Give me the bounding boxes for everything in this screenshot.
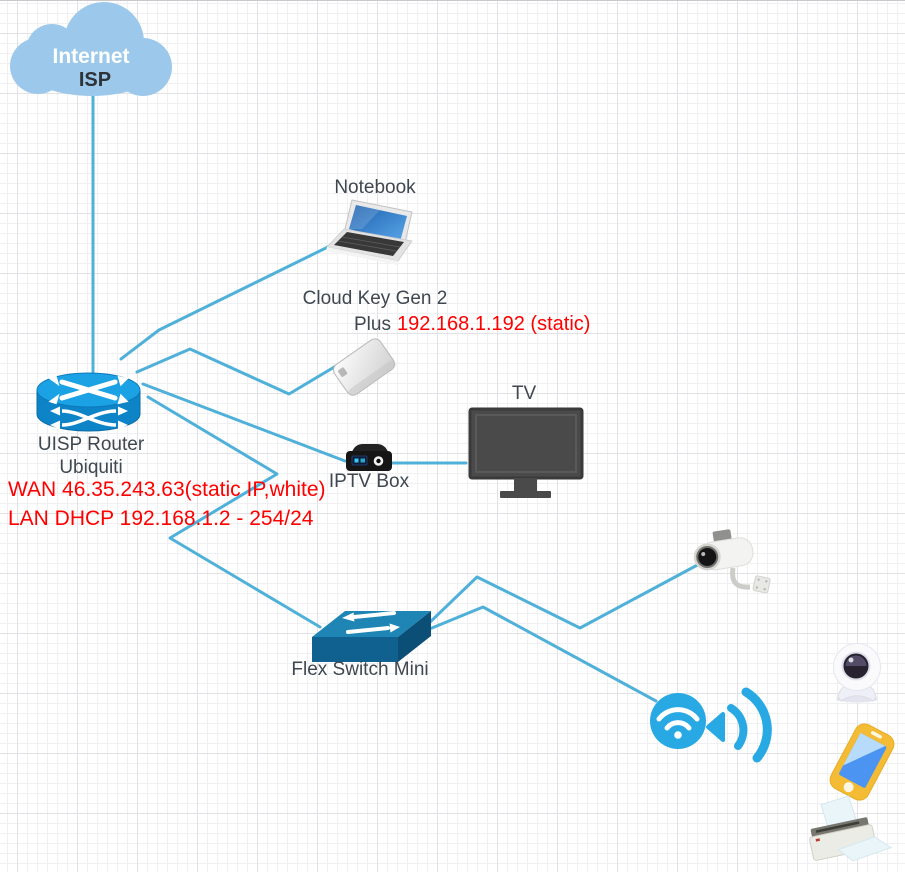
tv-icon[interactable] <box>468 407 584 498</box>
internet-cloud-icon[interactable] <box>10 2 172 96</box>
switch-icon[interactable] <box>312 611 431 662</box>
router-vendor-label: Ubiquiti <box>59 457 123 478</box>
router-label: UISP Router <box>37 434 145 455</box>
wifi-hotspot-icon[interactable] <box>650 687 772 763</box>
iptv-box-label: IPTV Box <box>328 471 410 492</box>
notebook-icon[interactable] <box>326 199 413 265</box>
router-lan-annotation: LAN DHCP 192.168.1.2 - 254/24 <box>8 507 314 530</box>
edge-switch-camera[interactable] <box>399 560 705 652</box>
tv-label: TV <box>511 383 537 404</box>
cloud-key-icon[interactable] <box>331 336 398 398</box>
cloud-key-label: Cloud Key Gen 2 <box>302 288 448 309</box>
edge-router-notebook[interactable] <box>119 241 338 361</box>
cloud-key-ip-annotation: 192.168.1.192 (static) <box>396 313 591 335</box>
isp-label: ISP <box>78 69 112 91</box>
cloud-key-plus-label: Plus <box>354 314 391 335</box>
edge-router-switch[interactable] <box>146 395 322 629</box>
security-camera-icon[interactable] <box>690 526 771 594</box>
router-icon[interactable] <box>36 372 141 432</box>
flex-switch-label: Flex Switch Mini <box>291 659 429 680</box>
edge-router-iptv[interactable] <box>141 382 347 463</box>
notebook-label: Notebook <box>334 177 416 198</box>
webcam-icon[interactable] <box>833 643 881 703</box>
printer-icon[interactable] <box>802 789 893 868</box>
router-wan-annotation: WAN 46.35.243.63(static IP,white) <box>8 478 326 501</box>
edge-router-cloudkey[interactable] <box>135 347 343 396</box>
smartphone-icon[interactable] <box>827 720 898 803</box>
iptv-box-icon[interactable] <box>346 444 392 471</box>
internet-label: Internet <box>52 45 130 68</box>
